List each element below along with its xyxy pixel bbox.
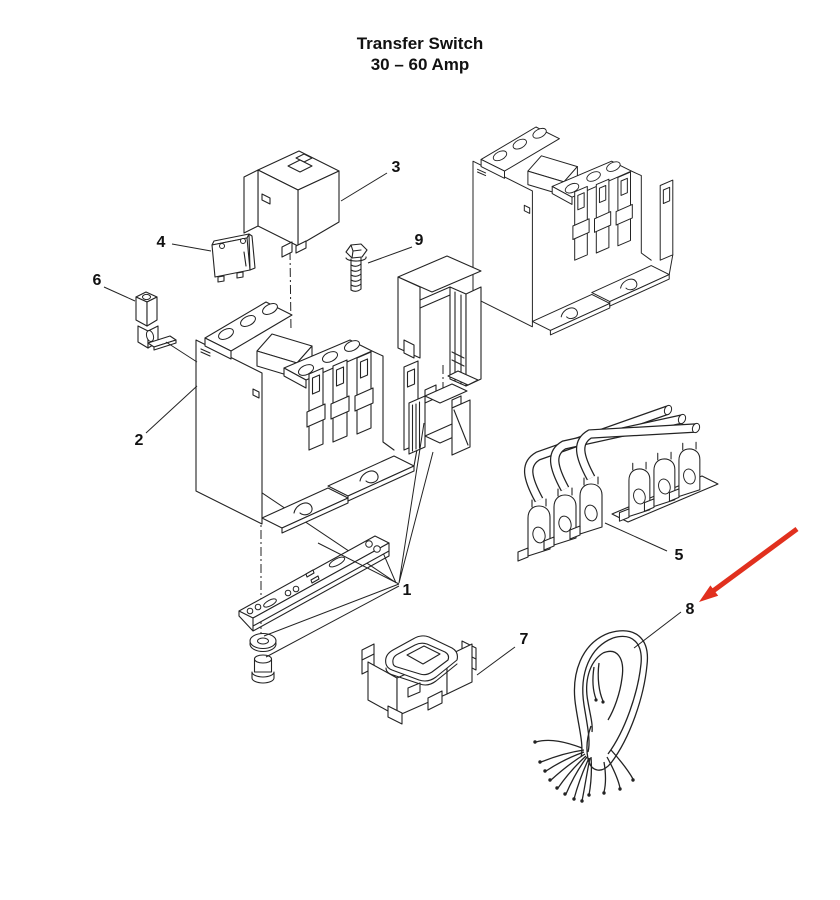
part-7-coil: [361, 635, 477, 725]
callout-2: 2: [135, 432, 144, 449]
part-8-wiring-harness: [533, 630, 649, 803]
callout-4: 4: [157, 234, 166, 251]
mounting-screw: [251, 654, 275, 684]
washer: [249, 632, 277, 653]
part-9-screw: [345, 243, 368, 292]
part-2-contactor: [195, 300, 419, 534]
part-6-terminal-lug: [135, 291, 177, 351]
callout-9: 9: [415, 232, 424, 249]
red-annotation-arrow: [699, 526, 799, 602]
callout-7: 7: [520, 631, 529, 648]
title-line-2: 30 – 60 Amp: [370, 55, 470, 74]
part-3-auxiliary-contact-block: [243, 150, 340, 258]
callout-5: 5: [675, 547, 684, 564]
red-arrow-head: [699, 585, 719, 602]
leader-lines: [103, 172, 682, 676]
diagram-title: Transfer Switch 30 – 60 Amp: [0, 33, 840, 75]
red-arrow-shaft: [711, 526, 799, 594]
callout-labels: 1 2 3 4 5 6 7 8 9: [93, 159, 695, 648]
contactor-right: [472, 125, 674, 336]
callout-1: 1: [403, 582, 412, 599]
interlock-bracket: [397, 255, 482, 387]
part-5-bus-bar-assembly: [517, 404, 719, 562]
title-line-1: Transfer Switch: [356, 34, 484, 53]
mounting-rail: [238, 535, 390, 632]
callout-8: 8: [686, 601, 695, 618]
callout-3: 3: [392, 159, 401, 176]
callout-6: 6: [93, 272, 102, 289]
part-4-mounting-plate: [211, 233, 256, 283]
